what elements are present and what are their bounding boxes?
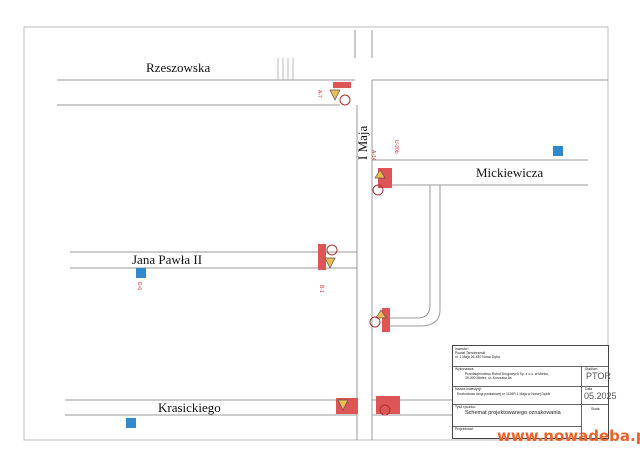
sign-group-jana-pawla [318,244,338,270]
scale-label: Skala [591,407,600,411]
contractor-label: Wykonawca: [455,367,475,371]
stage: PTOR [586,371,611,381]
designer-label: Projektował: [455,427,474,431]
street-krasickiego: Krasickiego [158,400,221,415]
project: Rozbudowa drogi powiatowej nr 1126R 1 Ma… [457,392,551,396]
street-jana-pawla: Jana Pawła II [132,252,203,267]
scale: - [594,422,596,426]
contractor-address: 39-300 Mielec, ul. Korczaka 6a [465,376,512,380]
sign-group-krasickiego [336,396,400,416]
project-label: Nazwa inwestycji: [455,387,482,391]
label-u20b: U-20b [393,140,399,154]
date-label: Data [585,387,593,391]
investor: Powiat Tarnobrzeski [455,351,486,355]
street-rzeszowska: Rzeszowska [146,60,211,75]
d6-signs [126,146,563,428]
sign-group-maja-mid [369,308,390,332]
watermark: www.nowadeba.pl [497,427,640,445]
stage-label: Stadium [585,367,598,371]
title-block: Inwestor: Powiat Tarnobrzeski ul. 1 Maja… [452,345,617,439]
drawing-title: Schemat projektowanego oznakowania [465,410,561,416]
contractor: Przedsiębiorstwo Robót Drogowych Sp. z o… [465,372,550,376]
street-maja: I Maja [355,125,370,160]
label-a7: A-7 [316,90,322,98]
sign-group-rzeszowska [329,82,351,106]
label-a14: A-14 [370,150,376,161]
label-d6: D-6 [136,282,142,290]
street-mickiewicza: Mickiewicza [476,165,544,180]
investor-address: ul. 1 Maja 26-480 Nowa Dęba [455,355,500,359]
investor-label: Inwestor: [455,347,469,351]
label-b1: B-1 [318,285,324,293]
date: 05.2025 [584,391,617,401]
title-label: Tytuł rysunku: [455,405,476,409]
sign-group-mickiewicza [372,168,392,196]
drawing-border [23,26,609,441]
